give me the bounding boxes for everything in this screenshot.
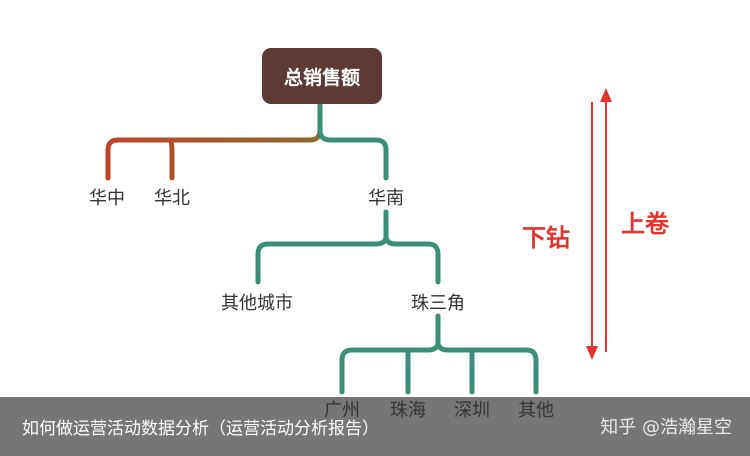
connector-root-to-south	[317, 101, 389, 181]
watermark: 知乎 @浩瀚星空	[600, 417, 732, 438]
node-other: 其他	[518, 400, 554, 421]
drill-down-label: 下钻	[522, 224, 570, 252]
roll-up-label: 上卷	[621, 210, 669, 238]
node-zhuhai: 珠海	[390, 400, 426, 421]
node-other-cities: 其他城市	[221, 293, 293, 314]
caption-bar	[0, 397, 750, 456]
connector-prd-to-cities	[339, 313, 539, 395]
node-north-china: 华北	[154, 188, 190, 209]
connector-root-to-north-central	[105, 101, 323, 181]
node-central-china: 华中	[89, 188, 125, 209]
drill-roll-arrows	[586, 88, 612, 360]
node-pearl-river-delta: 珠三角	[411, 293, 465, 314]
root-node-label: 总销售额	[283, 66, 360, 89]
node-shenzhen: 深圳	[454, 400, 490, 421]
caption-text: 如何做运营活动数据分析（运营活动分析报告）	[22, 419, 379, 439]
root-node: 总销售额	[262, 48, 382, 104]
node-guangzhou: 广州	[324, 400, 360, 421]
connector-south-to-level2	[255, 209, 441, 285]
node-south-china: 华南	[368, 188, 404, 209]
